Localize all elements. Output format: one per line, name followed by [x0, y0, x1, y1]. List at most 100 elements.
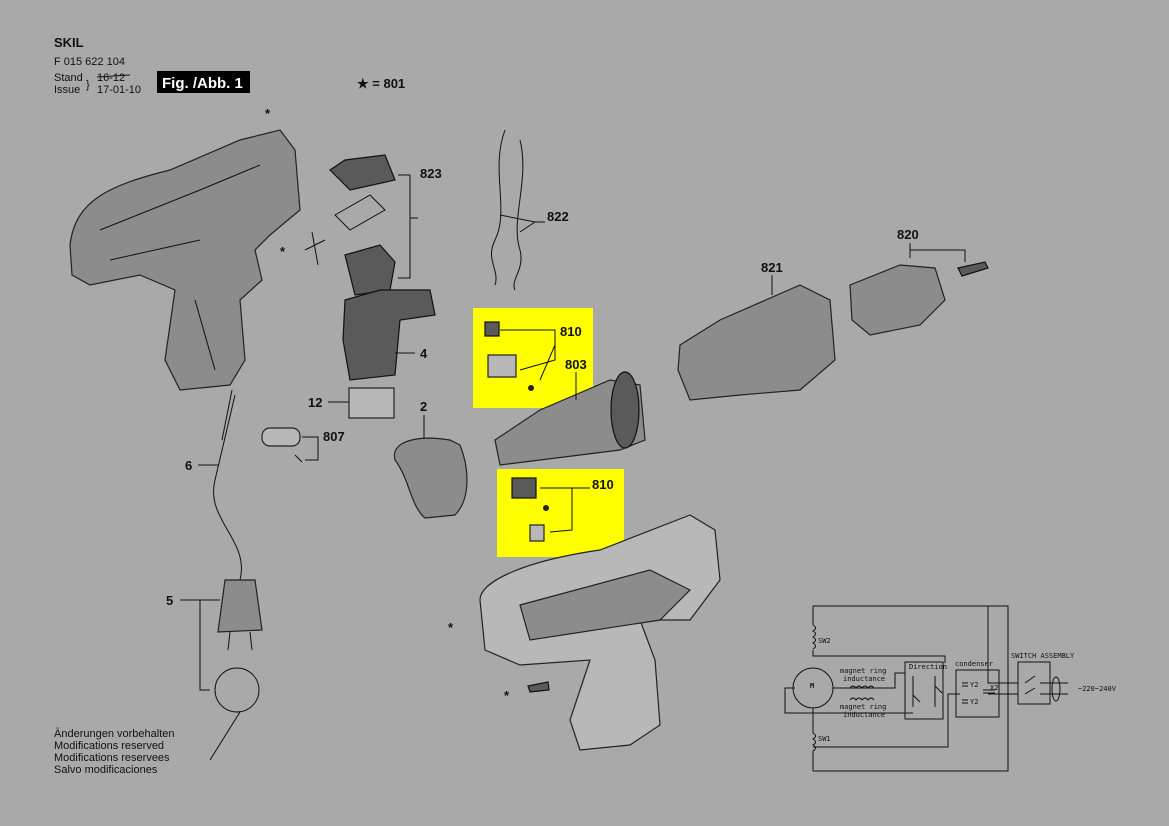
chuck-screw[interactable] [957, 261, 989, 277]
part-number: F 015 622 104 [54, 56, 125, 68]
motor-label: M [810, 682, 814, 690]
screw[interactable] [528, 385, 534, 391]
stator-2[interactable] [393, 437, 468, 519]
asterisk-callout: * [448, 620, 454, 635]
housing-grip-panel [519, 569, 692, 641]
plug-pin [249, 631, 253, 651]
callout-2: 2 [420, 399, 427, 414]
leader-823 [398, 174, 418, 279]
cable-tie[interactable] [214, 667, 260, 713]
asterisk-callout: * [265, 106, 271, 121]
housing-screw[interactable] [527, 681, 550, 693]
brush-holder[interactable] [511, 477, 537, 499]
inductor-bottom [849, 697, 875, 701]
leader-822 [499, 214, 545, 233]
brush-holder[interactable] [484, 321, 500, 337]
magnet-ring-bot-2: inductance [843, 711, 885, 719]
callout-4: 4 [420, 346, 428, 361]
leader-820 [909, 243, 966, 262]
callout-810-top: 810 [560, 324, 582, 339]
callout-823: 823 [420, 166, 442, 181]
armature-803[interactable] [494, 379, 646, 466]
issue-value: 17-01-10 [97, 84, 141, 96]
brush-holder[interactable] [529, 524, 545, 542]
wiring-schematic: SW2 M magnet ring inductance magnet ring… [784, 605, 1117, 772]
cord-sleeve [221, 389, 233, 441]
spring-part[interactable] [334, 194, 386, 231]
capacitor-12[interactable] [348, 387, 395, 419]
direction-switch [904, 661, 944, 720]
cable-clamp[interactable] [261, 427, 301, 447]
callout-6: 6 [185, 458, 192, 473]
cable-tie-tail [209, 711, 241, 761]
housing-right-half[interactable] [479, 514, 721, 751]
leader-807 [294, 436, 319, 463]
leader-810-bottom [540, 487, 590, 533]
note-de: Änderungen vorbehalten [54, 728, 174, 740]
callout-821: 821 [761, 260, 783, 275]
motor-wires [784, 672, 913, 714]
issue-label: Issue [54, 84, 80, 96]
clip-part[interactable] [304, 231, 326, 266]
leader-5 [180, 599, 220, 691]
sw1-label: SW1 [818, 735, 831, 743]
chuck-820[interactable] [849, 264, 946, 336]
sw1-wires [812, 693, 960, 771]
callout-807: 807 [323, 429, 345, 444]
note-fr: Modifications reservees [54, 752, 170, 764]
direction-label: Direction [909, 663, 947, 671]
armature-gear [610, 371, 640, 449]
callout-803: 803 [565, 357, 587, 372]
note-en: Modifications reserved [54, 740, 164, 752]
figure-label-bg [157, 71, 250, 93]
inductor-top [849, 685, 875, 689]
magnet-ring-top-1: magnet ring [840, 667, 886, 675]
housing-left-half[interactable] [69, 129, 301, 391]
magnet-ring-top-2: inductance [843, 675, 885, 683]
leader-810-top [500, 329, 556, 381]
wire-822-b[interactable] [513, 139, 524, 291]
magnet-ring-bot-1: magnet ring [840, 703, 886, 711]
brush-holder[interactable] [487, 354, 517, 378]
asterisk-callout: * [280, 244, 286, 259]
callout-810-bottom: 810 [592, 477, 614, 492]
condenser-label: condenser [955, 660, 993, 668]
plug-5[interactable] [217, 579, 263, 633]
callout-5: 5 [166, 593, 173, 608]
screw[interactable] [543, 505, 549, 511]
y2a-label: Y2 [970, 681, 978, 689]
switch-assembly-label: SWITCH ASSEMBLY [1011, 652, 1075, 660]
sw2-label: SW2 [818, 637, 831, 645]
note-es: Salvo modificaciones [54, 764, 158, 776]
switch-4[interactable] [342, 289, 436, 381]
strikethrough [96, 74, 131, 78]
switch-block-part[interactable] [344, 244, 396, 296]
voltage-label: ~220~240V [1078, 685, 1117, 693]
brand: SKIL [54, 35, 84, 50]
stand-label: Stand [54, 72, 83, 84]
housing-ribs [99, 164, 261, 371]
power-cord-6[interactable] [213, 394, 242, 581]
callout-12: 12 [308, 395, 322, 410]
brace: } [86, 79, 90, 91]
callout-820: 820 [897, 227, 919, 242]
cable-symbol [1051, 676, 1061, 702]
stand-value: 16-12 [97, 72, 125, 84]
callout-822: 822 [547, 209, 569, 224]
switch-contacts [1024, 675, 1068, 695]
asterisk-callout: * [504, 688, 510, 703]
plug-pin [227, 631, 231, 651]
asterisk-legend: ★ = 801 [357, 76, 405, 91]
capacitor-symbols [962, 682, 995, 704]
sw2-coil [812, 624, 816, 650]
x2-label: X2 [990, 684, 998, 692]
direction-contacts [912, 676, 943, 707]
figure-label: Fig. /Abb. 1 [162, 75, 243, 92]
y2b-label: Y2 [970, 698, 978, 706]
gearbox-821[interactable] [677, 284, 836, 401]
switch-button-part[interactable] [329, 154, 396, 191]
schematic-wires [812, 605, 1018, 772]
wire-822-a[interactable] [490, 129, 506, 286]
